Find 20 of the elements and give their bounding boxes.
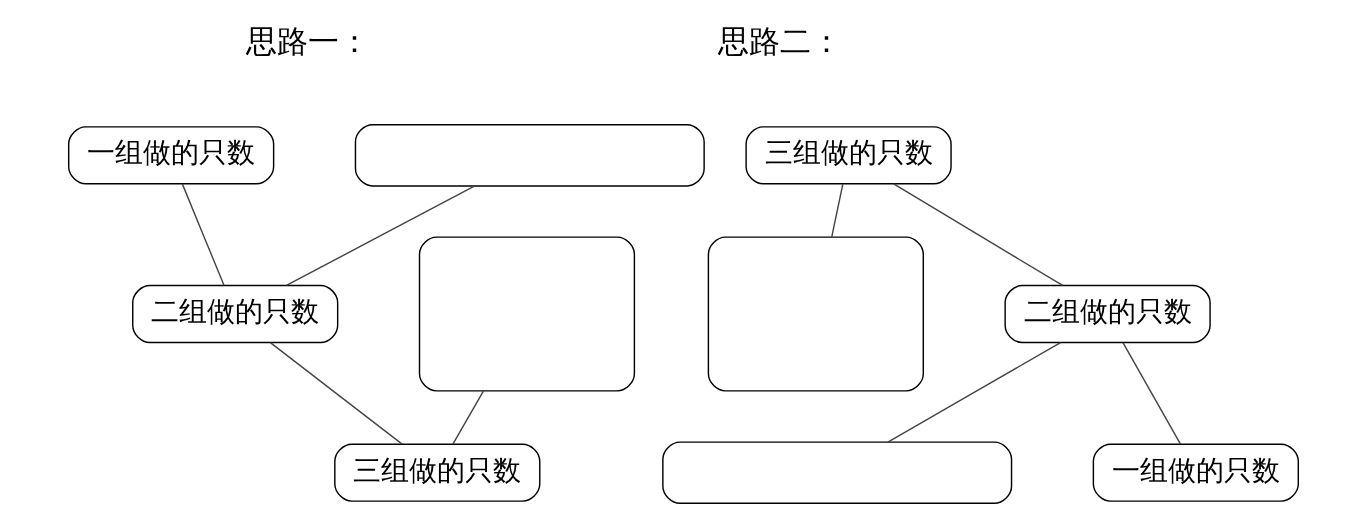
connector [181, 183, 225, 286]
node-box: 二组做的只数 [1004, 284, 1211, 344]
connector [269, 341, 403, 445]
node-box [707, 236, 924, 392]
connector [452, 390, 485, 445]
node-box: 三组做的只数 [745, 126, 952, 185]
connector [831, 183, 844, 238]
node-box: 二组做的只数 [132, 284, 339, 344]
node-box [354, 124, 705, 187]
node-box: 一组做的只数 [1092, 443, 1299, 502]
connector [1122, 341, 1182, 445]
node-box [418, 236, 636, 392]
node-box: 三组做的只数 [334, 443, 541, 502]
connector [285, 185, 476, 287]
node-box: 一组做的只数 [68, 126, 275, 185]
node-box [662, 441, 1013, 504]
connector [893, 183, 1064, 287]
label: 思路二： [718, 22, 843, 59]
connector [887, 341, 1062, 443]
label: 思路一： [245, 22, 370, 59]
